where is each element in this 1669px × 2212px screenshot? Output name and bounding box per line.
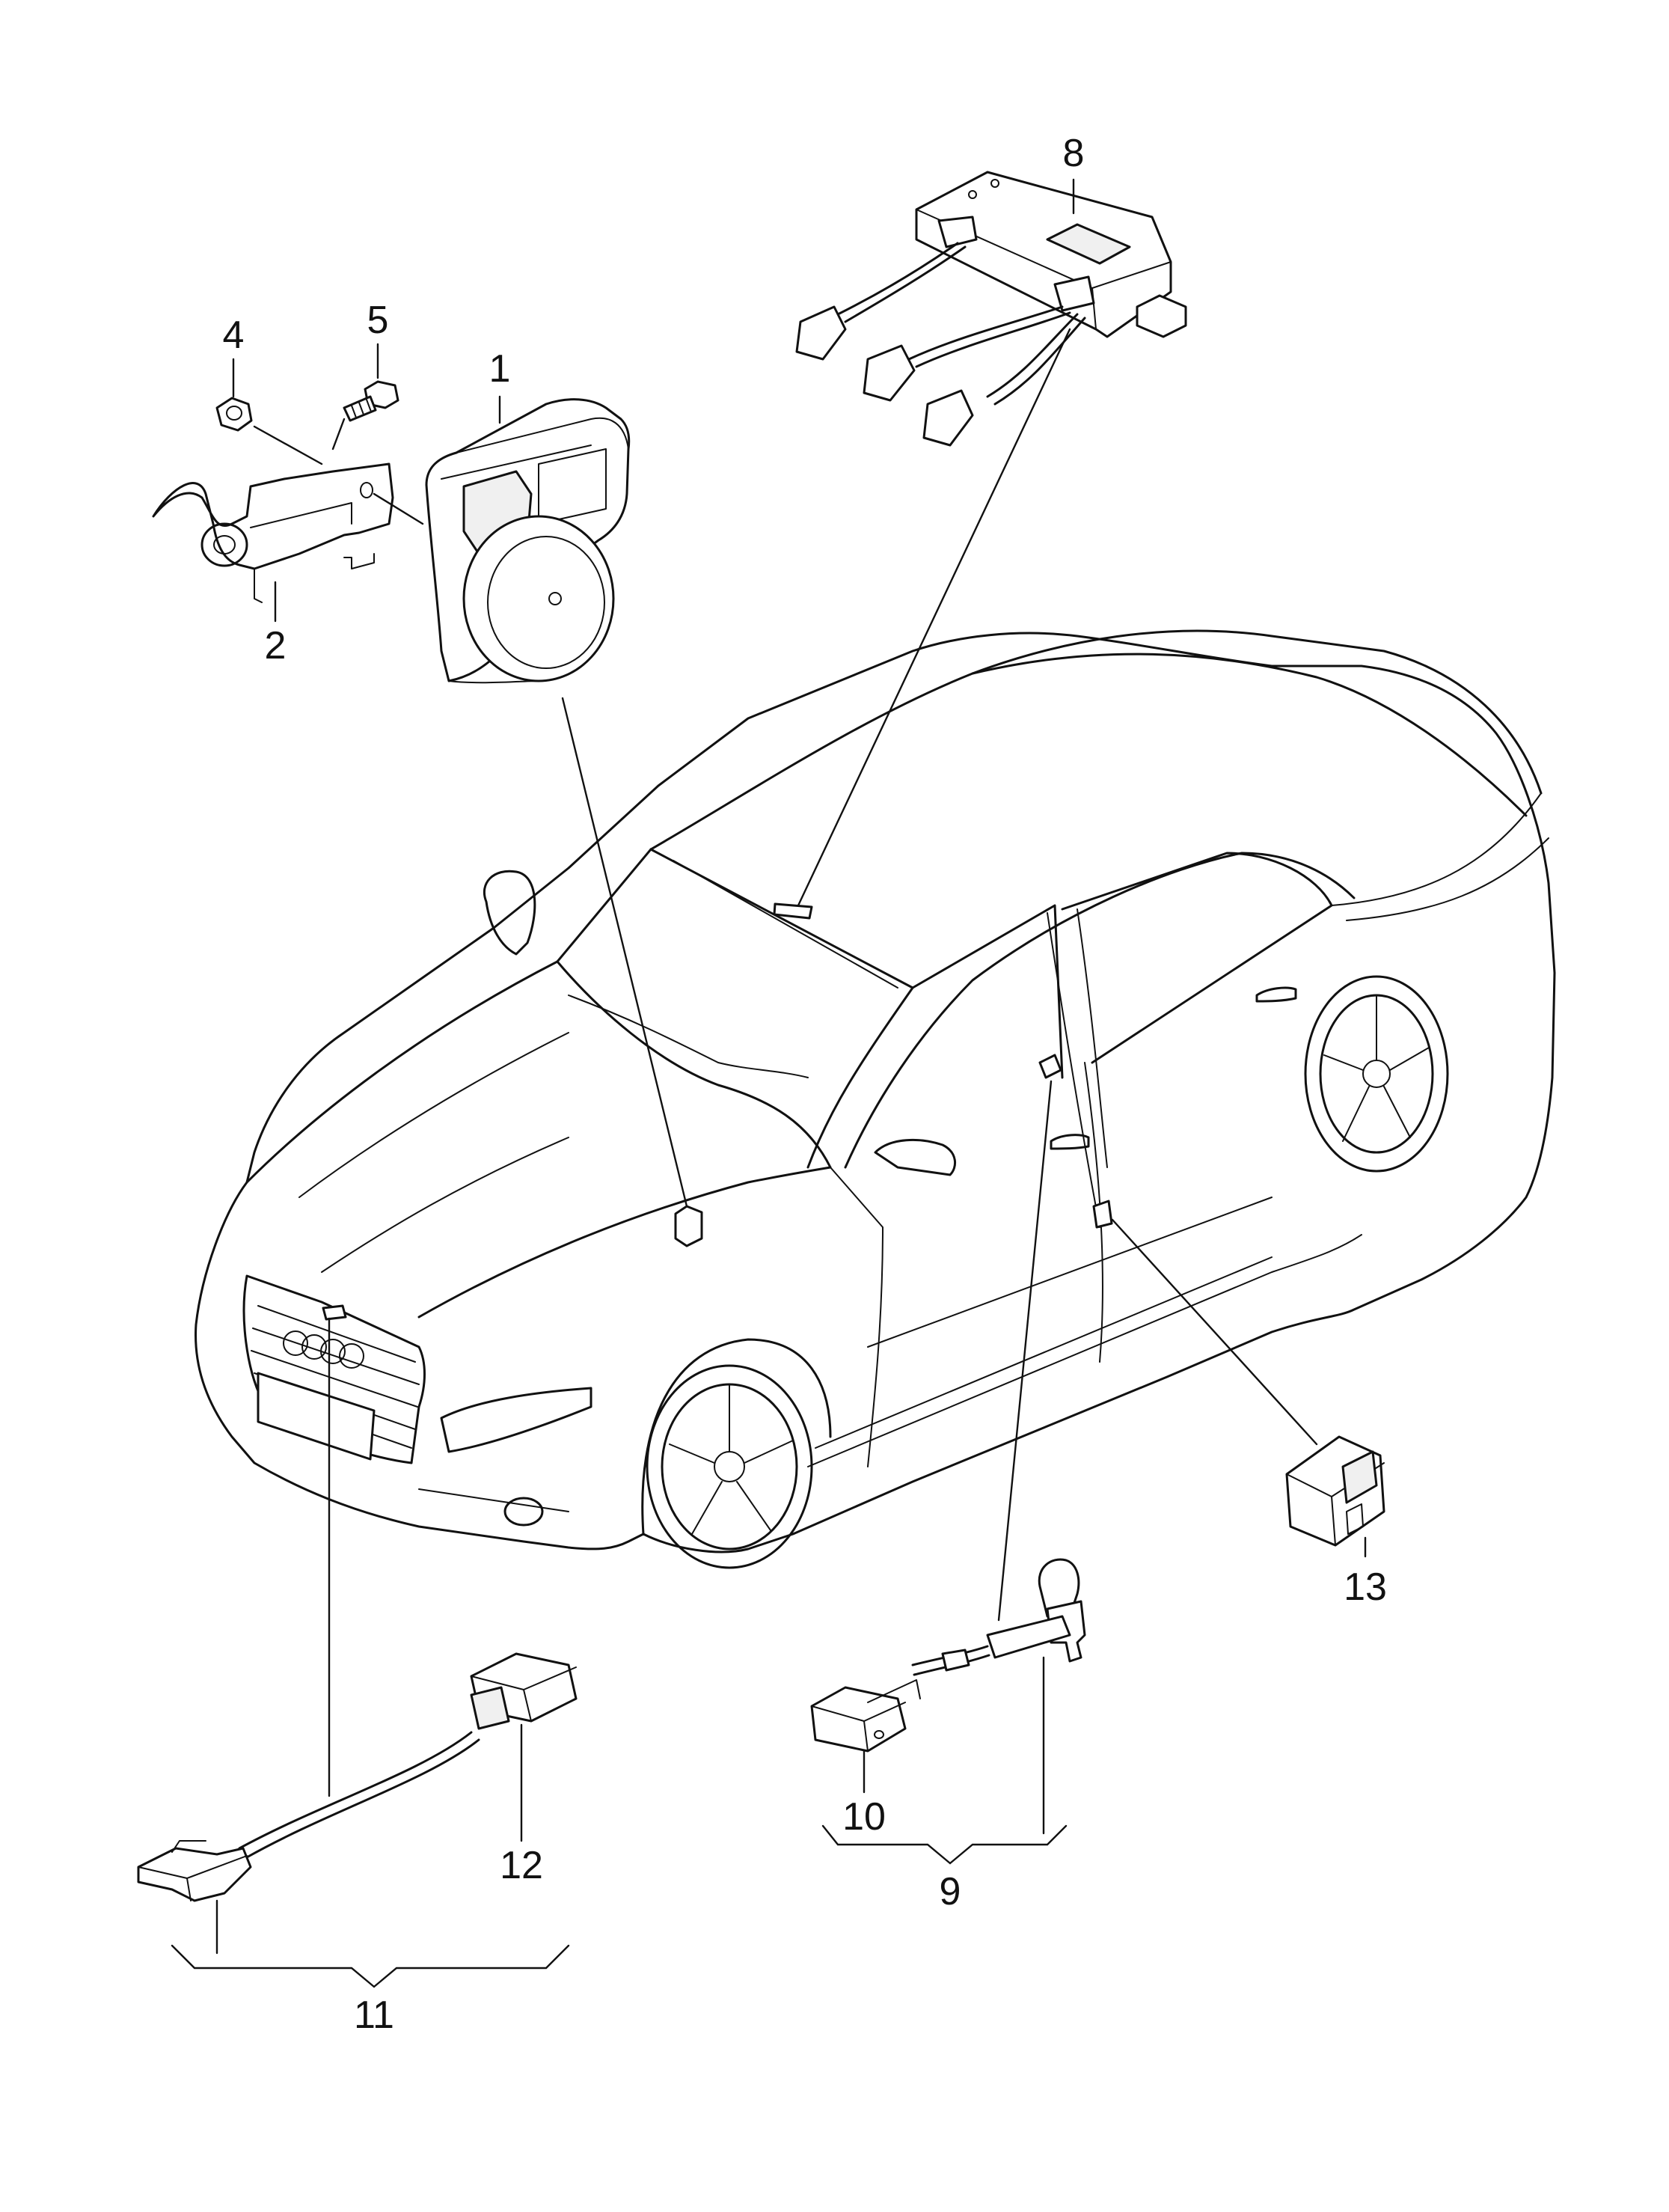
leader-lines xyxy=(171,178,1367,1988)
callout-2: 2 xyxy=(265,624,287,667)
marker-horn-location xyxy=(674,1205,703,1247)
callout-13: 13 xyxy=(1344,1565,1387,1609)
callout-11: 11 xyxy=(354,1993,394,2037)
callout-10: 10 xyxy=(842,1795,886,1839)
callout-9: 9 xyxy=(940,1870,961,1913)
part-11-wiring-harness xyxy=(137,1731,480,1902)
callout-12: 12 xyxy=(500,1844,543,1887)
marker-roof-module xyxy=(773,902,813,920)
part-13-switch xyxy=(1285,1435,1385,1547)
callout-5: 5 xyxy=(367,299,389,342)
part-12-connector xyxy=(470,1652,578,1730)
marker-sill-switch xyxy=(1092,1200,1113,1229)
part-1-alarm-horn xyxy=(425,398,631,684)
part-2-bracket xyxy=(152,462,394,603)
part-5-bolt xyxy=(343,380,399,422)
callout-8: 8 xyxy=(1063,132,1085,175)
part-4-nut xyxy=(215,397,253,432)
part-8-control-module xyxy=(795,171,1187,447)
part-9-door-contact-switch xyxy=(911,1558,1086,1676)
car-illustration xyxy=(195,629,1556,1569)
part-10-connector xyxy=(810,1679,921,1753)
callout-4: 4 xyxy=(223,314,245,357)
callout-labels: 1 2 4 5 8 9 10 11 12 13 xyxy=(223,132,1387,2037)
callout-1: 1 xyxy=(489,347,511,391)
marker-door-contact xyxy=(1038,1054,1062,1079)
marker-grille-sensor xyxy=(322,1304,347,1321)
